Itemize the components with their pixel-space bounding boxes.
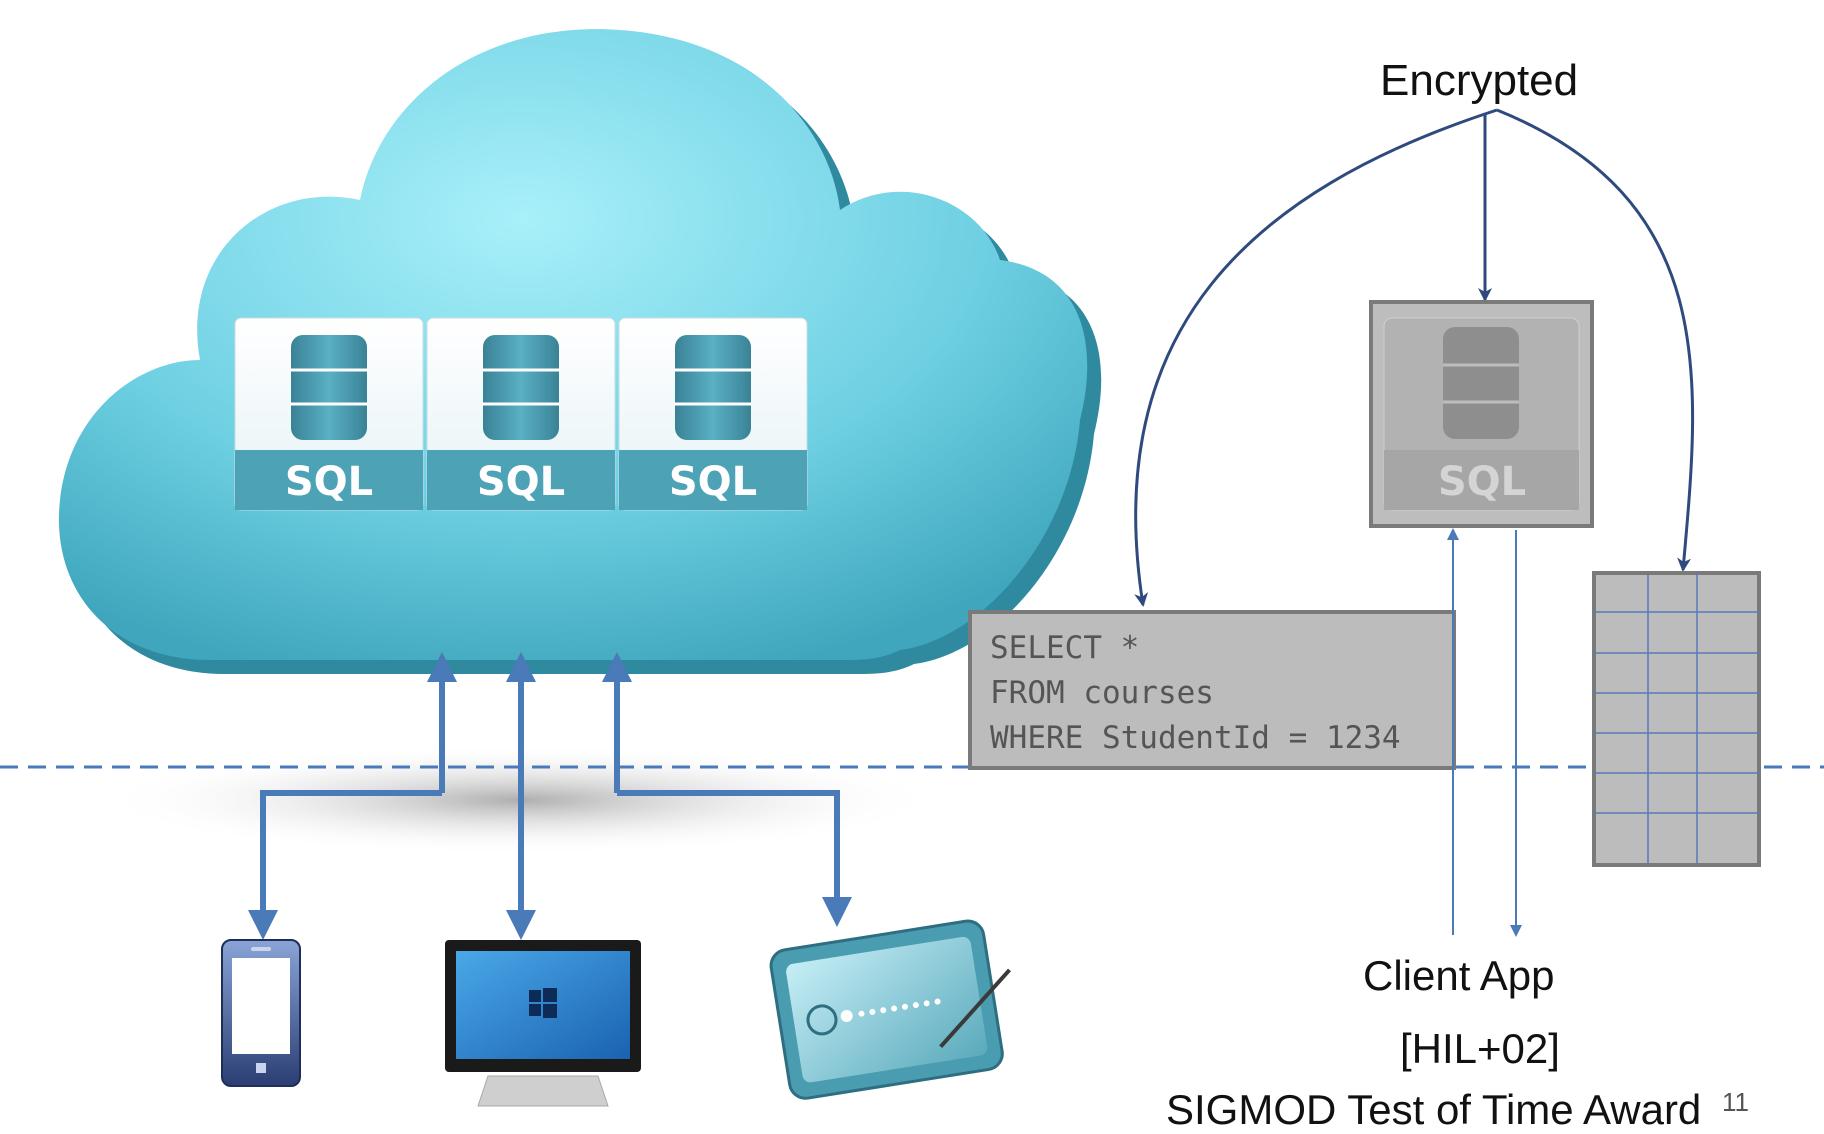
award-label: SIGMOD Test of Time Award — [1166, 1086, 1702, 1133]
encrypted-arrow-table — [1496, 108, 1695, 572]
tablet-icon — [769, 919, 1011, 1100]
database-icon — [483, 335, 559, 440]
phone-download-arrow — [248, 790, 442, 940]
reference-label: [HIL+02] — [1400, 1025, 1560, 1072]
sql-card-2: SQL — [426, 317, 616, 511]
encrypted-arrows — [1134, 108, 1695, 607]
cloud-database-cards: SQL SQL SQL — [234, 317, 808, 511]
sql-card-3: SQL — [618, 317, 808, 511]
windows-logo-icon — [529, 988, 557, 1018]
query-line-3: WHERE StudentId = 1234 — [990, 720, 1401, 756]
encrypted-query-box: SELECT * FROM courses WHERE StudentId = … — [968, 610, 1456, 770]
page-number: 11 — [1722, 1087, 1749, 1117]
database-icon — [1443, 327, 1519, 439]
encrypted-label: Encrypted — [1380, 56, 1579, 105]
database-icon — [291, 335, 367, 440]
query-line-1: SELECT * — [990, 630, 1139, 666]
encrypted-sql-label: SQL — [1438, 459, 1526, 505]
encrypted-arrow-query — [1134, 108, 1498, 607]
sql-label: SQL — [285, 459, 373, 505]
stylus-icon — [939, 968, 1011, 1049]
sql-card-1: SQL — [234, 317, 424, 511]
monitor-icon — [445, 940, 641, 1107]
table-icon — [1592, 571, 1761, 867]
device-connectors — [248, 652, 852, 940]
encrypted-database-box: SQL — [1369, 300, 1594, 528]
database-icon — [675, 335, 751, 440]
client-database-arrows — [1447, 528, 1522, 937]
tablet-download-arrow — [617, 790, 852, 927]
query-line-2: FROM courses — [990, 675, 1214, 711]
phone-icon — [221, 939, 301, 1087]
client-app-label: Client App — [1363, 952, 1555, 999]
sql-label: SQL — [477, 459, 565, 505]
sql-label: SQL — [669, 459, 757, 505]
